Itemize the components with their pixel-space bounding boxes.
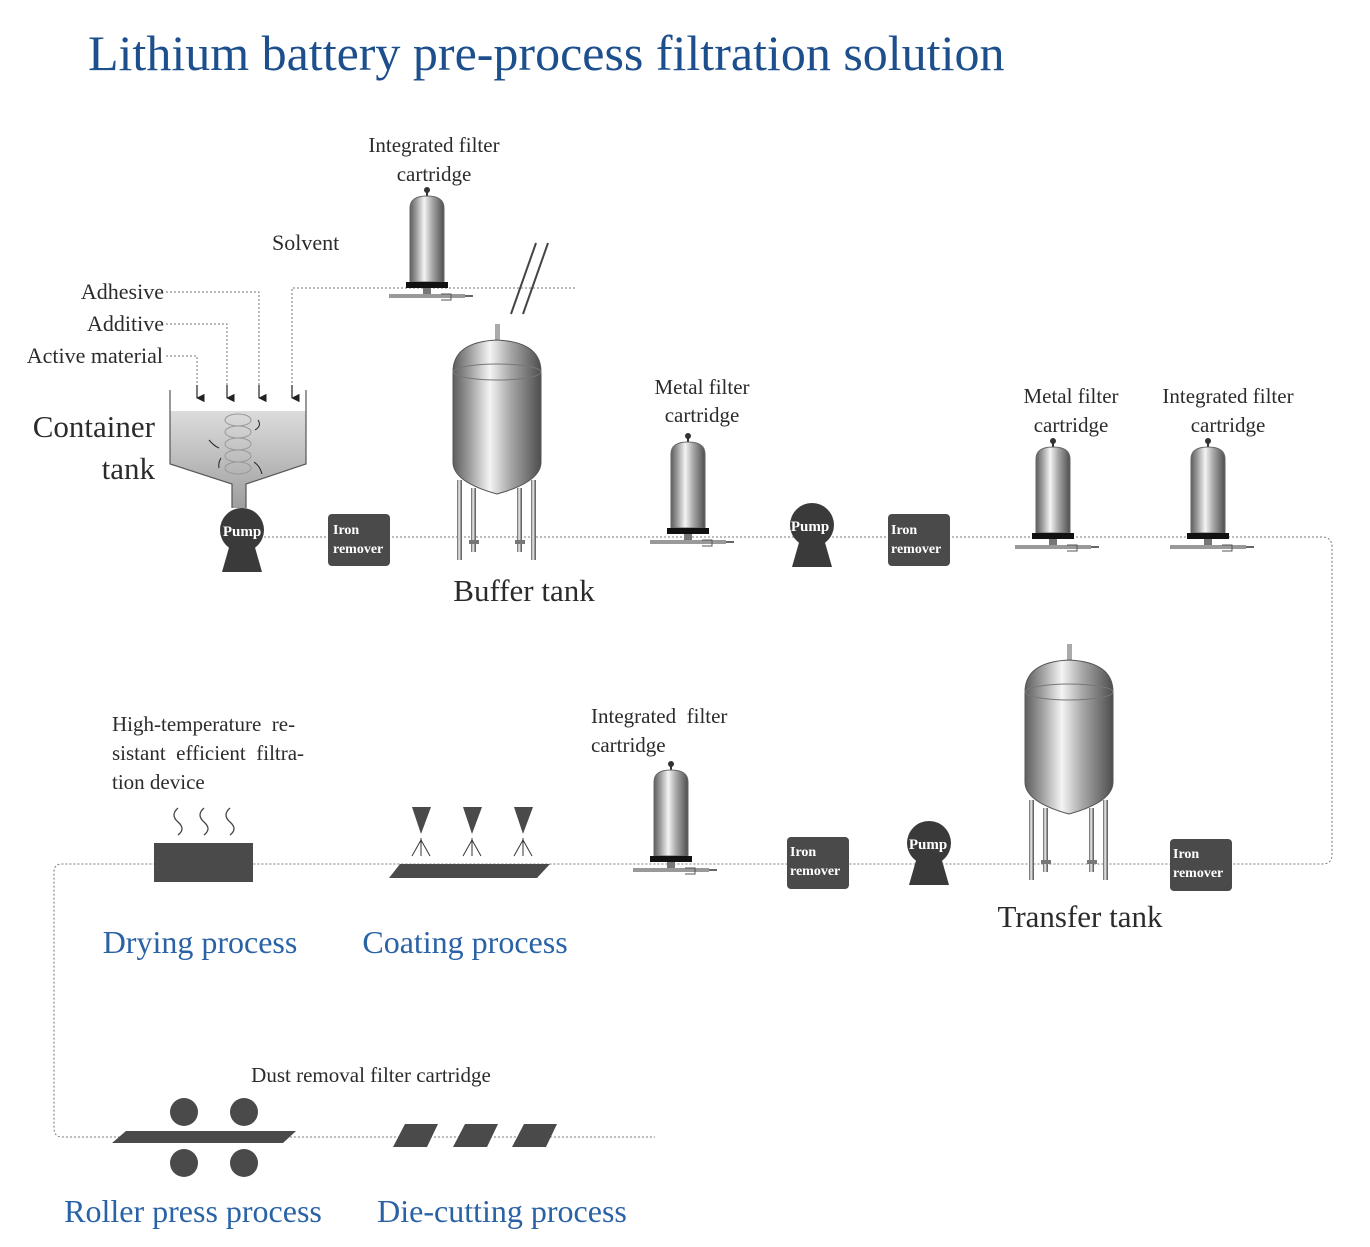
high-temp-label-3: tion device — [112, 770, 205, 794]
integrated-filter-cartridge-1 — [1168, 436, 1256, 553]
iron-remover-2-label-2: remover — [891, 542, 941, 557]
pump-1 — [220, 508, 264, 572]
metal-filter-2-label-1: Metal filter — [1023, 384, 1118, 408]
container-tank — [169, 390, 307, 508]
adhesive-label: Adhesive — [81, 279, 164, 304]
pump-2-label: Pump — [791, 519, 829, 535]
container-tank-label-1: Container — [33, 409, 156, 444]
flow-lines — [53, 287, 1333, 1138]
drying-process-label: Drying process — [103, 924, 298, 960]
metal-filter-2-label-2: cartridge — [1034, 413, 1109, 437]
integrated-filter-2-label-2: cartridge — [591, 733, 666, 757]
transfer-tank — [1024, 643, 1114, 881]
transfer-tank-label: Transfer tank — [997, 899, 1163, 934]
iron-remover-3-label-1: Iron — [790, 845, 816, 860]
top-integrated-filter-cartridge — [387, 185, 475, 302]
iron-remover-1-label-2: remover — [333, 542, 383, 557]
page-title: Lithium battery pre-process filtration s… — [88, 25, 1004, 81]
integrated-filter-1-label-1: Integrated filter — [1162, 384, 1293, 408]
break-mark — [510, 242, 549, 315]
iron-remover-4 — [1170, 839, 1232, 891]
roller-press-label: Roller press process — [64, 1193, 322, 1229]
iron-remover-1-label-1: Iron — [333, 523, 359, 538]
die-cutting-label: Die-cutting process — [377, 1193, 627, 1229]
top-filter-label-2: cartridge — [397, 162, 472, 186]
coating-process-label: Coating process — [362, 924, 567, 960]
pump-2 — [790, 503, 834, 567]
high-temp-label-2: sistant efficient filtra- — [112, 741, 304, 765]
additive-label: Additive — [87, 311, 164, 336]
iron-remover-3-label-2: remover — [790, 864, 840, 879]
pump-3-label: Pump — [909, 837, 947, 853]
metal-filter-1-label-1: Metal filter — [654, 375, 749, 399]
iron-remover-2-label-1: Iron — [891, 523, 917, 538]
metal-filter-1-label-2: cartridge — [665, 403, 740, 427]
high-temp-label-1: High-temperature re- — [112, 712, 295, 736]
pump-1-label: Pump — [223, 524, 261, 540]
integrated-filter-2-label-1: Integrated filter — [591, 704, 727, 728]
iron-remover-2 — [888, 514, 950, 566]
buffer-tank-label: Buffer tank — [453, 573, 595, 608]
drying-device — [154, 807, 253, 882]
metal-filter-cartridge-1 — [648, 431, 736, 548]
integrated-filter-1-label-2: cartridge — [1191, 413, 1266, 437]
metal-filter-cartridge-2 — [1013, 436, 1101, 553]
input-arrows — [196, 385, 300, 403]
iron-remover-4-label-2: remover — [1173, 866, 1223, 881]
iron-remover-1 — [328, 514, 390, 566]
dust-removal-label: Dust removal filter cartridge — [251, 1063, 491, 1087]
coating-device — [389, 807, 550, 878]
iron-remover-4-label-1: Iron — [1173, 847, 1199, 862]
roller-press-device — [112, 1098, 296, 1177]
active-material-label: Active material — [27, 343, 163, 368]
integrated-filter-cartridge-2 — [631, 759, 719, 876]
top-filter-label-1: Integrated filter — [368, 133, 499, 157]
iron-remover-3 — [787, 837, 849, 889]
solvent-label: Solvent — [272, 230, 339, 255]
die-cutting-device — [393, 1124, 557, 1147]
pump-3 — [907, 821, 951, 885]
buffer-tank — [452, 323, 542, 561]
container-tank-label-2: tank — [102, 451, 156, 486]
